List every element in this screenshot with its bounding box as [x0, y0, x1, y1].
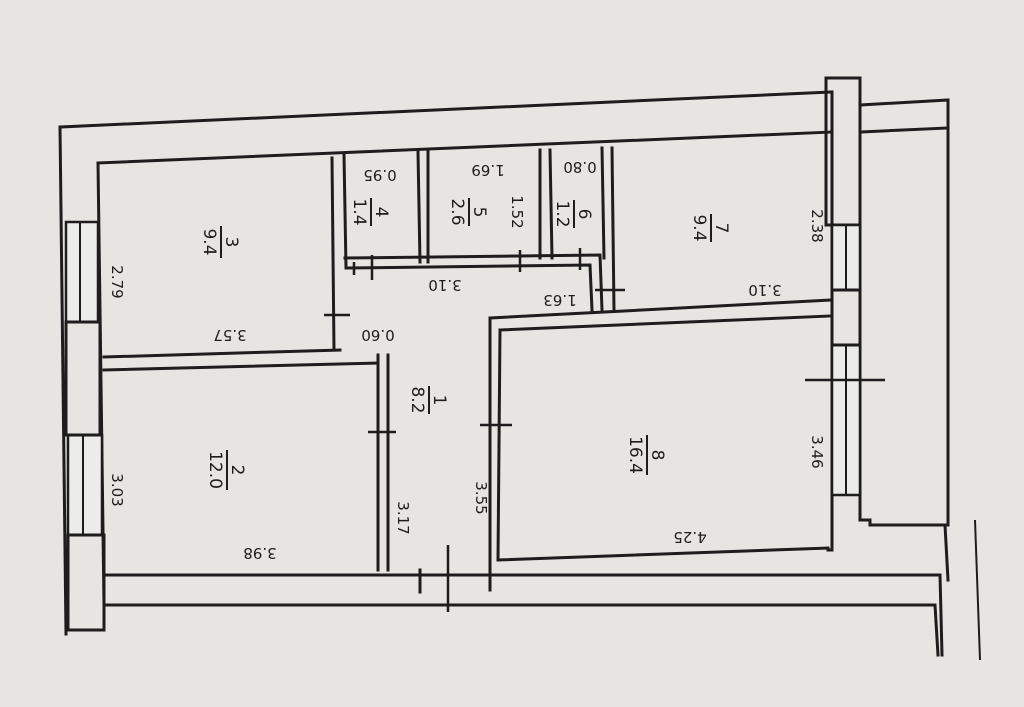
dim-corridor-top: 0.60 [361, 326, 394, 344]
pier-right [830, 288, 862, 347]
corner-right-bottom [974, 519, 981, 661]
wall-room8-left-inner [496, 328, 502, 562]
wall-corridor-top [343, 253, 604, 312]
room-2-area: 12.0 [205, 451, 225, 489]
room-8-label: 8 16.4 [625, 435, 667, 475]
dim-room2-right: 3.17 [394, 501, 412, 534]
dim-room5-depth: 1.52 [508, 195, 526, 228]
room-8-area: 16.4 [625, 436, 645, 474]
dim-room7-right: 2.38 [808, 209, 826, 242]
windows [64, 220, 862, 632]
room-4-label: 4 1.4 [349, 198, 391, 226]
wall-room8-bottom [496, 546, 830, 562]
wall-room8-top [488, 298, 834, 320]
window-room2 [66, 433, 104, 537]
door-marks [324, 248, 885, 612]
room-2-label: 2 12.0 [205, 450, 247, 490]
balcony-wall [858, 98, 950, 134]
wall-room6-right [600, 146, 606, 260]
interior-walls [102, 146, 834, 594]
window-room3 [64, 220, 100, 324]
wall-room2-top [102, 361, 380, 372]
room-1-area: 8.2 [407, 386, 427, 413]
room-5-number: 5 [469, 207, 489, 218]
dim-room2-bottom: 3.98 [243, 544, 276, 562]
wall-room8-top-inner [498, 314, 832, 332]
dim-room6-width: 0.80 [563, 158, 596, 176]
room-1-label: 1 8.2 [407, 386, 449, 414]
room-3-area: 9.4 [199, 228, 219, 255]
wall-room4-left [342, 153, 348, 270]
room-6-area: 1.2 [552, 200, 572, 227]
dim-room8-bottom: 4.25 [673, 528, 706, 546]
dim-room7-bottom: 3.10 [748, 281, 781, 299]
inner-wall-top [96, 130, 834, 165]
wall-room6-left [548, 148, 554, 260]
wall-room3-right [330, 156, 336, 352]
room-4-number: 4 [371, 207, 391, 218]
pier-left-top [64, 320, 102, 437]
dim-room8-left: 3.55 [472, 481, 490, 514]
outer-wall-bottom-right [938, 573, 944, 657]
room-6-label: 6 1.2 [552, 200, 594, 228]
room-6-number: 6 [574, 209, 594, 220]
room-8-number: 8 [647, 450, 667, 461]
dim-room4-width: 0.95 [363, 166, 396, 184]
room-2-number: 2 [227, 465, 247, 476]
dim-room8-right: 3.46 [808, 435, 826, 468]
room-7-area: 9.4 [689, 214, 709, 241]
dim-corridor-right: 1.63 [543, 291, 576, 309]
room-3-number: 3 [221, 237, 241, 248]
dimension-labels: 3.57 2.79 3.03 3.98 3.17 0.60 3.10 1.63 … [108, 158, 826, 562]
room-5-label: 5 2.6 [447, 198, 489, 226]
wall-room6-right-b [610, 146, 616, 312]
dim-room3-left: 2.79 [108, 265, 126, 298]
pier-left-bottom [66, 533, 106, 632]
dim-room3-top: 3.57 [213, 326, 246, 344]
room-4-area: 1.4 [349, 198, 369, 225]
wall-room4-right [416, 150, 422, 264]
room-7-number: 7 [711, 223, 731, 234]
dim-corridor-mid: 3.10 [428, 276, 461, 294]
outer-walls [58, 76, 981, 661]
room-3-label: 3 9.4 [199, 226, 241, 258]
wall-corridor-top-inner [346, 263, 594, 312]
room-1-number: 1 [429, 395, 449, 406]
outer-wall-left [58, 125, 68, 636]
outer-wall-bottom [102, 603, 940, 657]
outer-wall-top [58, 90, 834, 129]
room-7-label: 7 9.4 [689, 214, 731, 242]
right-wall-inner [858, 76, 950, 582]
wall-room3-room2 [102, 348, 342, 359]
dim-room2-left: 3.03 [108, 473, 126, 506]
room-5-area: 2.6 [447, 198, 467, 225]
room-labels: 1 8.2 2 12.0 3 9.4 4 1.4 5 2.6 6 1.2 [199, 198, 731, 490]
dim-room5-width: 1.69 [471, 161, 504, 179]
